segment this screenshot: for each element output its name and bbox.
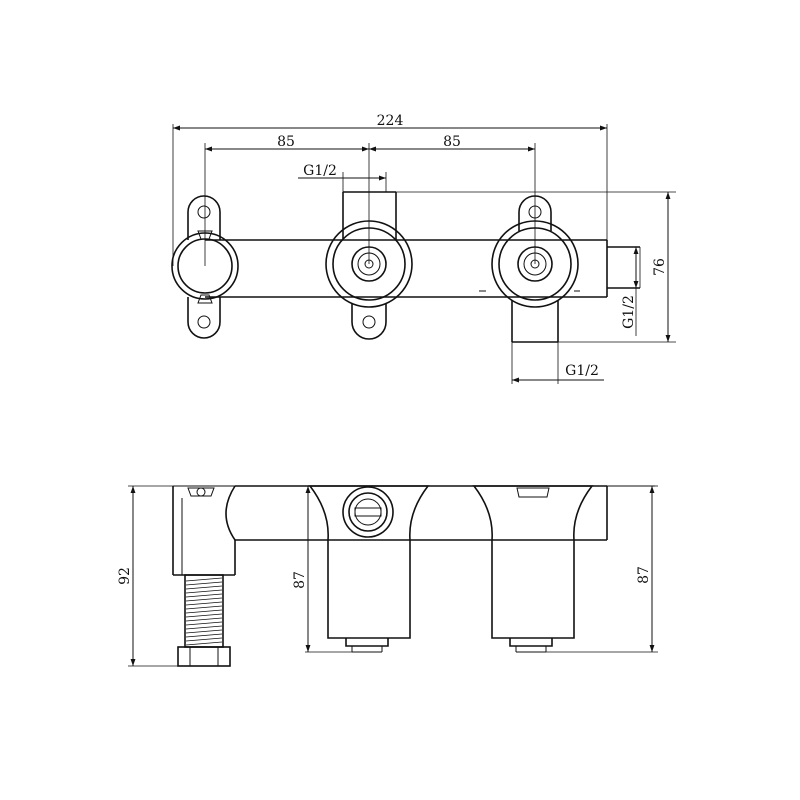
front-view: 92 87 87 (117, 485, 658, 667)
dimension-height: 76 (652, 192, 671, 342)
front-middle-valve (308, 485, 430, 653)
dimension-height-right: 87 (636, 486, 655, 652)
height-left-label: 92 (117, 567, 133, 585)
thread-line (185, 629, 223, 634)
thread-top-label: G1/2 (303, 163, 337, 179)
height-middle-label: 87 (292, 571, 308, 589)
front-left-body (172, 485, 236, 667)
height-label: 76 (652, 258, 668, 276)
dimension-height-middle: 87 (292, 486, 311, 652)
dimension-thread-bottom: G1/2 (512, 363, 604, 383)
thread-line (185, 613, 223, 618)
thread-line (185, 617, 223, 622)
thread-line (185, 593, 223, 598)
thread-line (185, 577, 223, 582)
thread-line (185, 605, 223, 610)
thread-line (185, 601, 223, 606)
height-right-label: 87 (636, 566, 652, 584)
extension-lines (172, 124, 676, 384)
top-view: 224 85 85 G1/2 G1/2 G1/2 76 (171, 113, 676, 384)
dimension-overall-width: 224 (173, 113, 607, 131)
dimension-thread-side: G1/2 (621, 247, 641, 336)
thread-line (185, 637, 223, 642)
thread-pattern (185, 577, 223, 646)
body-bar (205, 239, 608, 298)
front-extension-lines (128, 485, 658, 667)
thread-line (185, 585, 223, 590)
side-outlet (607, 246, 640, 289)
thread-line (185, 625, 223, 630)
spacing-left-label: 85 (277, 134, 295, 150)
thread-line (185, 589, 223, 594)
middle-valve (325, 191, 413, 340)
thread-line (185, 633, 223, 638)
dimension-valve-spacing: 85 85 (205, 134, 535, 152)
overall-width-label: 224 (377, 113, 404, 129)
thread-bottom-label: G1/2 (565, 363, 599, 379)
right-valve (479, 195, 580, 343)
spacing-right-label: 85 (443, 134, 461, 150)
dimension-height-left: 92 (117, 486, 136, 666)
front-right-valve (472, 485, 594, 653)
thread-line (185, 581, 223, 586)
front-body-bar (235, 485, 608, 541)
thread-line (185, 621, 223, 626)
thread-line (185, 597, 223, 602)
thread-side-label: G1/2 (621, 295, 637, 329)
thread-line (185, 609, 223, 614)
thread-line (185, 641, 223, 646)
dimension-thread-top: G1/2 (298, 163, 386, 181)
